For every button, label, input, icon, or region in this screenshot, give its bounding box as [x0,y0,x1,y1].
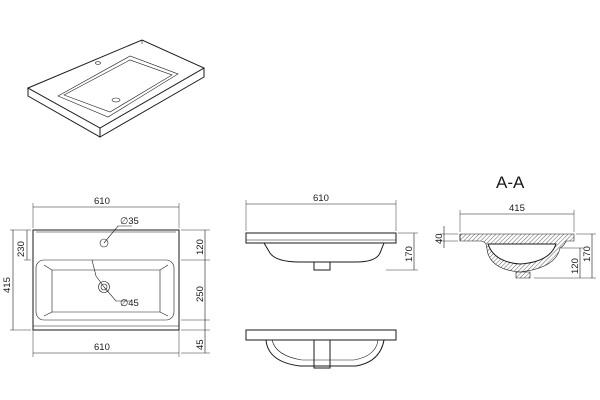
inner-height-label: 230 [16,241,27,257]
side-width-label: 610 [313,193,329,204]
hole-small-label: ∅35 [120,216,139,227]
drain-hole [98,281,110,293]
total-height-label: 415 [2,277,13,293]
bottom-view [245,329,397,369]
inner-height-label: 120 [570,258,581,274]
top-width-label: 610 [94,196,110,207]
right-bottom-label: 45 [195,339,206,350]
basin-outline [32,229,180,331]
right-middle-label: 250 [195,286,206,302]
side-view: 610 170 [245,193,418,271]
bottom-drain [313,340,331,369]
right-top-label: 120 [195,239,206,255]
bottom-width-label: 610 [94,342,110,353]
section-view: A-A 415 40 120 170 [434,173,596,279]
hole-large-label: ∅45 [120,298,139,309]
section-width-label: 415 [509,203,525,214]
front-view: ∅35 ∅45 610 610 415 230 120 250 45 [2,196,210,357]
rim-label: 40 [434,233,445,244]
isometric-view [26,39,206,138]
outer-height-label: 170 [582,246,593,262]
tap-hole [99,238,109,248]
side-drain [313,261,331,271]
bowl-outline [35,259,175,321]
section-title: A-A [496,173,525,192]
side-height-label: 170 [404,246,415,262]
side-rim [245,232,397,244]
bottom-rim [245,329,397,341]
